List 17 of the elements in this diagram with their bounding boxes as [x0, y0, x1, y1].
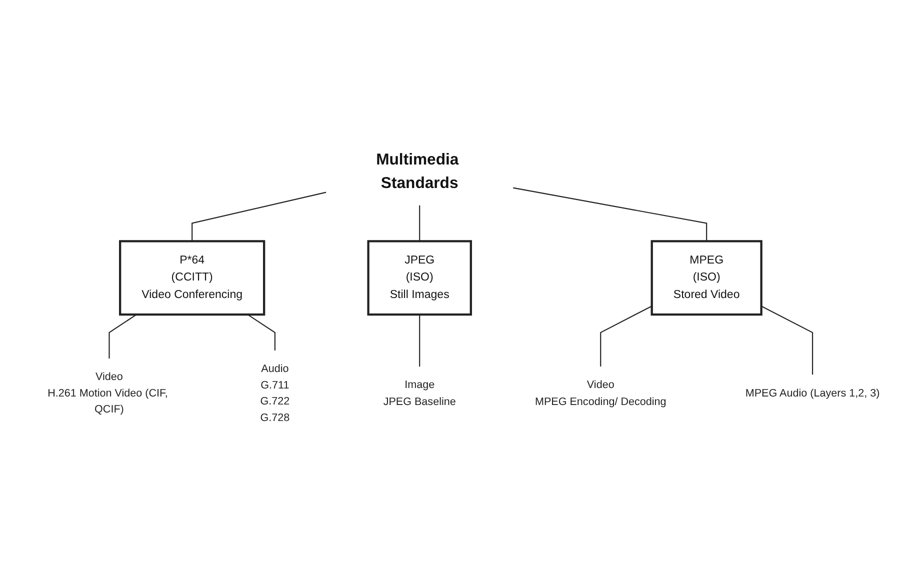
connector [761, 306, 814, 375]
node-box: MPEG (ISO) Stored Video [650, 240, 762, 316]
connector [247, 314, 276, 350]
connector [419, 205, 420, 242]
connector [108, 314, 137, 359]
node-text: Audio G.711 G.722 G.728 [260, 362, 290, 424]
node-text: Multimedia Standards [376, 150, 459, 192]
node-box: JPEG (ISO) Still Images [367, 240, 472, 316]
node-text: Video MPEG Encoding/ Decoding [534, 378, 666, 408]
connector [512, 187, 708, 242]
connector [419, 314, 420, 367]
node-box: P*64 (CCITT) Video Conferencing [119, 240, 266, 316]
node-text: MPEG Audio (Layers 1,2, 3) [745, 386, 880, 400]
node-text: Video H.261 Motion Video (CIF, QCIF) [48, 370, 168, 416]
connector [600, 306, 652, 367]
node-text: Image JPEG Baseline [383, 378, 456, 408]
connector [192, 192, 326, 242]
